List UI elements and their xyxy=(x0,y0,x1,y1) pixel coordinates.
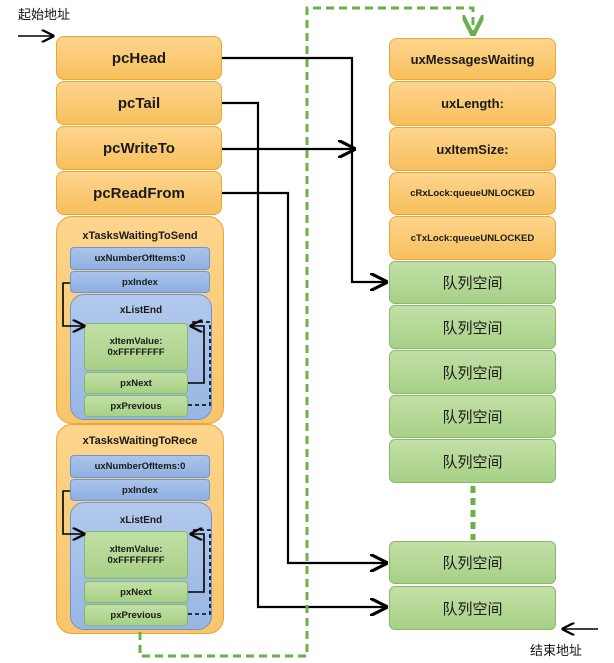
send-index-pointer xyxy=(62,282,84,326)
send-number-of-items: uxNumberOfItems:0 xyxy=(70,247,210,270)
recv-next-pointer xyxy=(188,534,205,593)
field-ux-messages-waiting: uxMessagesWaiting xyxy=(389,38,556,80)
pcreadfrom-arrow xyxy=(222,191,386,563)
recv-number-of-items: uxNumberOfItems:0 xyxy=(70,455,210,478)
send-item-value: xItemValue: 0xFFFFFFFF xyxy=(84,323,188,371)
storage-cell: 队列空间 xyxy=(389,261,556,304)
field-ctxlock: cTxLock:queueUNLOCKED xyxy=(389,216,556,260)
recv-px-previous: pxPrevious xyxy=(84,604,188,626)
field-pctail: pcTail xyxy=(56,81,222,125)
list-title: xTasksWaitingToRece xyxy=(82,435,198,447)
recv-item-value: xItemValue: 0xFFFFFFFF xyxy=(84,531,188,579)
storage-cell: 队列空间 xyxy=(389,586,556,630)
send-next-pointer xyxy=(188,326,205,384)
field-ux-item-size: uxItemSize: xyxy=(389,127,556,171)
field-pcwriteto: pcWriteTo xyxy=(56,126,222,170)
end-address-label: 结束地址 xyxy=(530,644,583,659)
send-previous-pointer xyxy=(188,321,211,406)
pchead-arrow xyxy=(222,56,386,282)
list-title: xTasksWaitingToSend xyxy=(82,230,198,242)
send-px-next: pxNext xyxy=(84,372,188,394)
field-pchead: pcHead xyxy=(56,36,222,80)
pctail-arrow xyxy=(222,101,386,607)
storage-cell: 队列空间 xyxy=(389,395,556,438)
start-address-label: 起始地址 xyxy=(18,8,71,23)
storage-cell: 队列空间 xyxy=(389,350,556,394)
storage-cell: 队列空间 xyxy=(389,541,556,584)
field-ux-length: uxLength: xyxy=(389,81,556,126)
send-px-index: pxIndex xyxy=(70,271,210,293)
list-end-title: xListEnd xyxy=(119,305,163,316)
recv-previous-pointer xyxy=(188,529,211,615)
storage-cell: 队列空间 xyxy=(389,439,556,483)
struct-continuation-link xyxy=(138,6,473,658)
recv-px-next: pxNext xyxy=(84,581,188,603)
send-px-previous: pxPrevious xyxy=(84,395,188,417)
list-end-title: xListEnd xyxy=(119,515,163,526)
storage-cell: 队列空间 xyxy=(389,305,556,349)
recv-px-index: pxIndex xyxy=(70,479,210,501)
recv-index-pointer xyxy=(62,490,84,534)
field-pcreadfrom: pcReadFrom xyxy=(56,171,222,215)
field-crxlock: cRxLock:queueUNLOCKED xyxy=(389,172,556,215)
